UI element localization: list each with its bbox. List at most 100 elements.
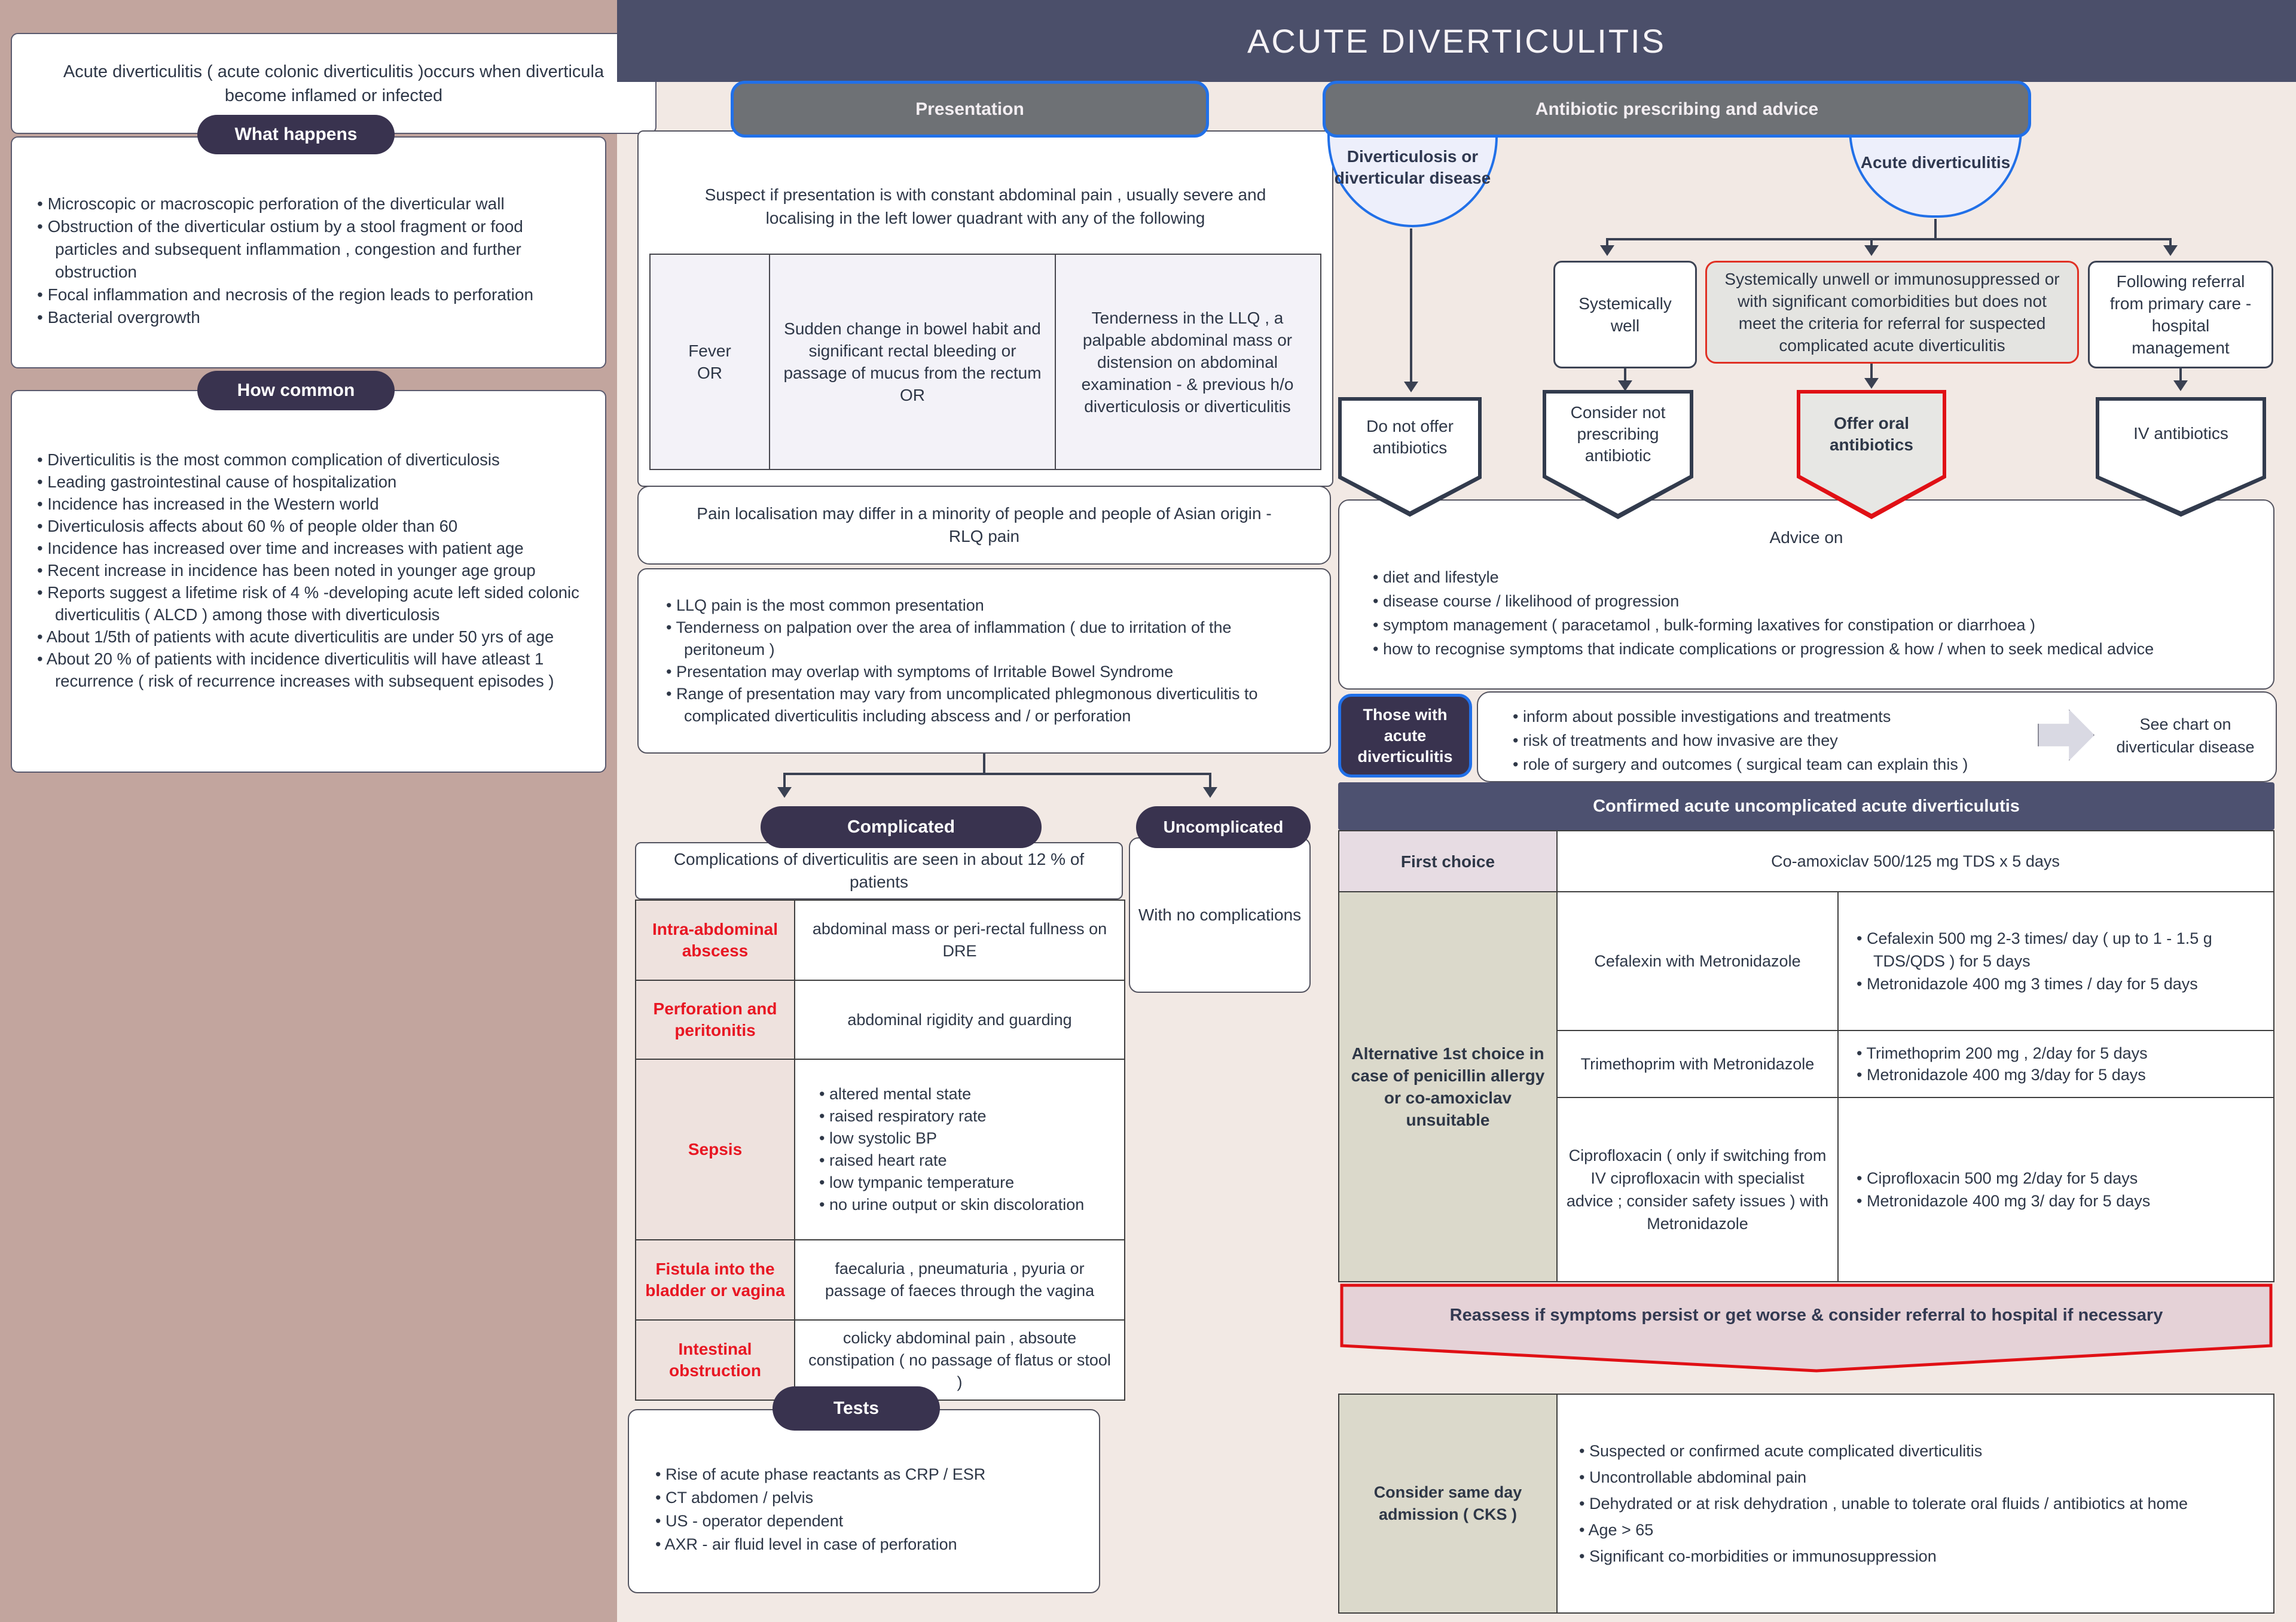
complications-intro-text: Complications of diverticulitis are seen… [673,850,1085,891]
criteria-line: Fever [688,342,731,360]
systemically-unwell-text: Systemically unwell or immunosuppressed … [1724,270,2060,355]
admission-criteria: Suspected or confirmed acute complicated… [1558,1395,2273,1612]
tests-list: Rise of acute phase reactants as CRP / E… [655,1463,1085,1556]
those-with-box: Those with acute diverticulitis [1338,694,1472,778]
list-item: Range of presentation may vary from unco… [666,683,1312,727]
those-with-list: inform about possible investigations and… [1513,705,2027,776]
list-item: AXR - air fluid level in case of perfora… [655,1533,1085,1556]
list-item: Bacterial overgrowth [37,306,588,329]
see-chart-text: See chart on diverticular disease [2099,706,2272,766]
complication-desc: abdominal mass or peri-rectal fullness o… [795,901,1124,980]
intro-text: Acute diverticulitis ( acute colonic div… [63,62,604,105]
list-item: Age > 65 [1579,1517,2188,1543]
acute-diverticulitis-badge-label: Acute diverticulitis [1860,153,2011,172]
list-item: Metronidazole 400 mg 3 times / day for 5… [1857,972,2265,995]
following-referral-box: Following referral from primary care -ho… [2088,261,2273,368]
admission-list: Suspected or confirmed acute complicated… [1579,1438,2188,1569]
reassess-banner: Reassess if symptoms persist or get wors… [1338,1283,2274,1374]
list-item: role of surgery and outcomes ( surgical … [1513,752,2027,776]
complication-desc: colicky abdominal pain , absoute constip… [795,1321,1124,1400]
see-chart-label: See chart on diverticular disease [2116,715,2255,756]
list-item: Significant co-morbidities or immunosupp… [1579,1543,2188,1569]
tests-pill: Tests [773,1386,940,1431]
connector-stem [983,754,985,774]
drug-name: Cefalexin with Metronidazole [1558,892,1839,1030]
complication-name: Sepsis [636,1060,795,1239]
arrowhead-well [1600,245,1614,256]
list-item: US - operator dependent [655,1510,1085,1533]
complicated-label: Complicated [847,817,955,837]
complication-desc: abdominal rigidity and guarding [795,981,1124,1059]
list-item: Focal inflammation and necrosis of the r… [37,283,588,306]
systemically-well-text: Systemically well [1578,294,1672,335]
confirmed-banner-text: Confirmed acute uncomplicated acute dive… [1593,796,2020,816]
list-item: CT abdomen / pelvis [655,1486,1085,1510]
list-item: Ciprofloxacin 500 mg 2/day for 5 days [1857,1167,2265,1190]
list-item: disease course / likelihood of progressi… [1373,589,2249,613]
list-item: Recent increase in incidence has been no… [37,559,591,581]
left-panel: Acute diverticulitis ( acute colonic div… [0,0,657,1622]
complication-name: Intra-abdominal abscess [636,901,795,980]
acute-diverticulitis-badge: Acute diverticulitis [1849,124,2022,218]
connector-right [1209,773,1211,788]
complications-intro-box: Complications of diverticulitis are seen… [635,842,1123,900]
arrowhead-do-not-offer [1404,382,1418,392]
first-choice-value: Co-amoxiclav 500/125 mg TDS x 5 days [1771,852,2060,870]
list-item: low systolic BP [819,1127,1084,1150]
complicated-pill: Complicated [761,806,1042,848]
arrowhead-offer-oral [1864,378,1879,389]
criteria-line: Sudden change in bowel habit and signifi… [783,319,1042,382]
suspect-text: Suspect if presentation is with constant… [704,185,1266,227]
connector-a3 [2169,238,2172,246]
antibiotics-table: First choice Co-amoxiclav 500/125 mg TDS… [1338,830,2274,1282]
how-common-pill: How common [197,371,395,410]
list-item: Incidence has increased over time and in… [37,537,591,559]
list-item: Trimethoprim 200 mg , 2/day for 5 days [1857,1042,2265,1064]
list-item: Cefalexin 500 mg 2-3 times/ day ( up to … [1857,927,2265,972]
list-item: low tympanic temperature [819,1172,1084,1194]
antibiotics-header-label: Antibiotic prescribing and advice [1535,99,1819,119]
list-item: Tenderness on palpation over the area of… [666,617,1312,661]
criteria-line: OR [900,386,925,404]
dose-list: Ciprofloxacin 500 mg 2/day for 5 daysMet… [1857,1167,2265,1212]
connector-referral-down [2179,368,2182,382]
list-item: Presentation may overlap with symptoms o… [666,661,1312,683]
arrowhead-referral [2163,245,2178,256]
complications-table: Intra-abdominal abscess abdominal mass o… [635,900,1125,1401]
iv-antibiotics-text: IV antibiotics [2099,401,2263,511]
list-item: no urine output or skin discoloration [819,1194,1084,1216]
advice-list: diet and lifestyledisease course / likel… [1339,565,2273,661]
admission-table: Consider same day admission ( CKS ) Susp… [1338,1394,2274,1614]
table-row: Intestinal obstruction colicky abdominal… [636,1319,1124,1400]
complication-desc: altered mental stateraised respiratory r… [795,1060,1124,1239]
how-common-list: Diverticulitis is the most common compli… [37,449,591,692]
presentation-header: Presentation [731,81,1209,138]
what-happens-label: What happens [234,124,358,144]
what-happens-card: Microscopic or macroscopic perforation o… [11,136,606,368]
connector-branch [784,773,1210,775]
table-row: Perforation and peritonitis abdominal ri… [636,980,1124,1059]
list-item: inform about possible investigations and… [1513,705,2027,728]
list-item: Diverticulosis affects about 60 % of peo… [37,515,591,537]
connector-acute-stem [1934,219,1937,240]
list-item: LLQ pain is the most common presentation [666,594,1312,617]
list-item: Microscopic or macroscopic perforation o… [37,193,588,215]
list-item: Leading gastrointestinal cause of hospit… [37,471,591,493]
list-item: Reports suggest a lifetime risk of 4 % -… [37,581,591,626]
list-item: risk of treatments and how invasive are … [1513,728,2027,752]
first-choice-label: First choice [1339,831,1558,891]
pain-note-box: Pain localisation may differ in a minori… [637,486,1331,565]
sepsis-bullets: altered mental stateraised respiratory r… [819,1083,1084,1216]
connector-a1 [1606,238,1608,246]
connector-acute-branch [1607,238,2172,240]
dose-list: Cefalexin 500 mg 2-3 times/ day ( up to … [1857,927,2265,995]
reassess-label: Reassess if symptoms persist or get wors… [1449,1305,2163,1325]
connector-unwell-down [1870,364,1873,379]
criteria-bowel: Sudden change in bowel habit and signifi… [770,255,1056,469]
what-happens-list: Microscopic or macroscopic perforation o… [37,193,588,329]
uncomplicated-box: With no complications [1129,837,1311,993]
list-item: Suspected or confirmed acute complicated… [1579,1438,2188,1464]
table-row: Ciprofloxacin ( only if switching from I… [1558,1097,2273,1281]
